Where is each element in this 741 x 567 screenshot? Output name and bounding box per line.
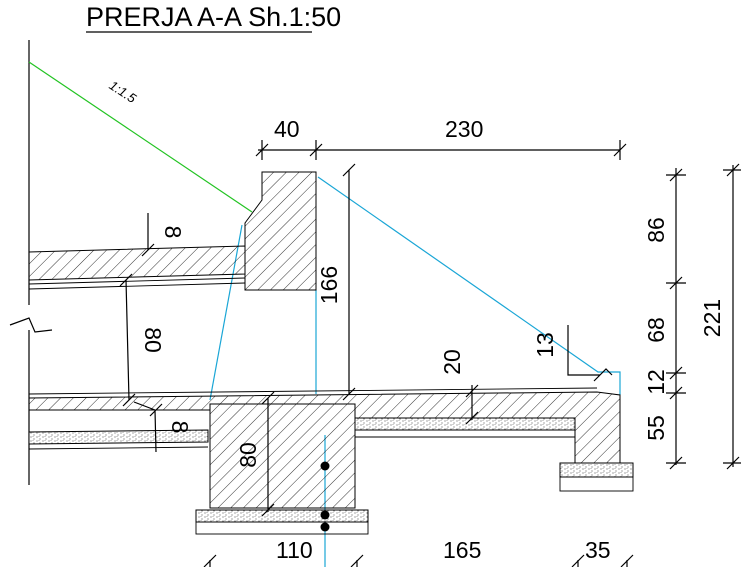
dim-80-foundation: 80	[235, 442, 261, 468]
anchor-dot-2	[320, 510, 330, 520]
right-dimension-line	[666, 168, 686, 470]
dim-55: 55	[643, 415, 669, 441]
foundation-base	[195, 521, 369, 535]
gravel-left-line	[28, 446, 209, 450]
retaining-wall	[244, 171, 317, 291]
foundation-block	[209, 403, 356, 509]
upper-left-slab	[28, 245, 246, 281]
dim-12: 12	[643, 369, 669, 395]
upper-left-slab-lines	[28, 277, 246, 290]
foundation-depth-dimension	[261, 391, 275, 517]
dim-8-top: 8	[160, 226, 186, 239]
anchor-dot-3	[320, 522, 330, 532]
upper-slab-thickness-dimension	[141, 213, 155, 257]
dim-68: 68	[643, 317, 669, 343]
dim-165: 165	[443, 537, 481, 563]
backfill-line	[317, 176, 621, 395]
end-height-dimension	[567, 325, 613, 382]
anchor-dot-1	[320, 461, 330, 471]
dim-80-left: 80	[140, 327, 166, 353]
dim-40: 40	[274, 116, 300, 142]
dim-86: 86	[643, 217, 669, 243]
foundation-gravel	[195, 509, 369, 523]
dim-110: 110	[276, 537, 313, 563]
wall-height-dimension	[342, 163, 356, 401]
slope-label: 1:1.5	[107, 78, 140, 107]
overall-dimension-line	[723, 163, 741, 470]
slope-line	[28, 61, 253, 213]
lower-slab-thickness-dimension	[133, 401, 163, 453]
dim-8-bottom: 8	[167, 421, 193, 434]
dim-166: 166	[316, 266, 342, 304]
dim-35: 35	[585, 537, 611, 563]
top-dimension-line	[255, 140, 627, 160]
bottom-dimension-ticks	[203, 554, 634, 567]
end-foot-base	[559, 476, 634, 492]
dim-221: 221	[699, 299, 725, 337]
left-spacing-dimension	[119, 273, 136, 407]
gravel-left	[28, 429, 209, 445]
dim-20: 20	[439, 349, 465, 375]
slab-thickness-dimension	[465, 384, 479, 425]
dim-13: 13	[532, 332, 558, 358]
gravel-middle	[354, 417, 576, 431]
main-slab-top-line	[28, 387, 598, 395]
drawing-title: PRERJA A-A Sh.1:50	[86, 2, 341, 32]
dim-230: 230	[445, 116, 483, 142]
end-foot-gravel	[559, 462, 634, 478]
